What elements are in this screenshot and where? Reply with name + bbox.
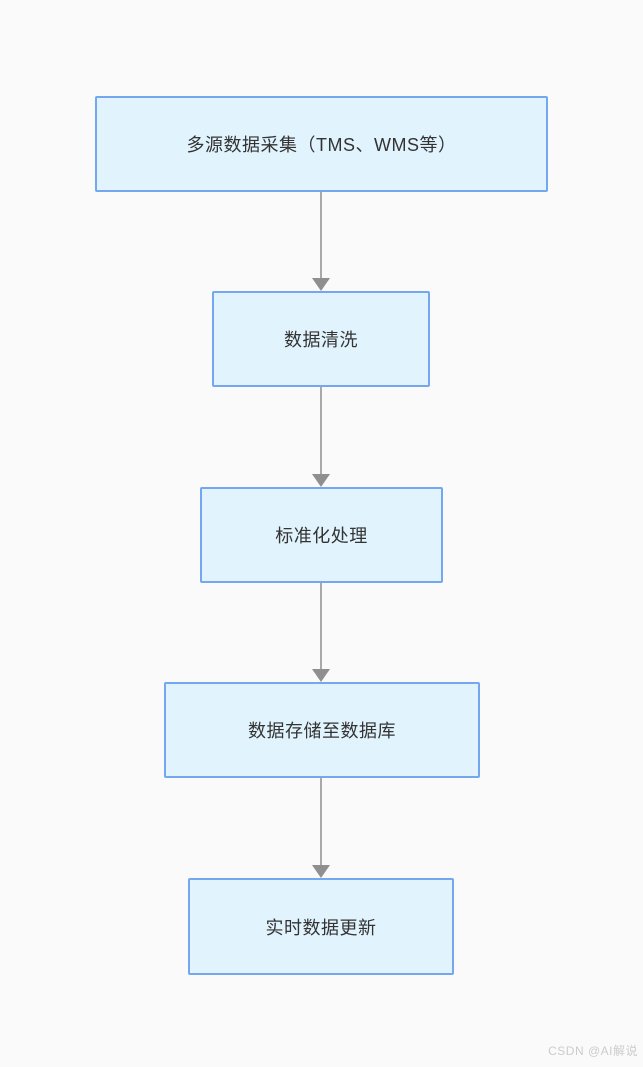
arrow-line (320, 192, 322, 280)
flow-node-standardization: 标准化处理 (200, 487, 443, 583)
flow-arrow-3 (312, 583, 330, 682)
arrow-line (320, 778, 322, 867)
flow-node-label: 标准化处理 (275, 526, 368, 546)
flow-node-label: 多源数据采集（TMS、WMS等） (186, 135, 457, 155)
flow-node-label: 实时数据更新 (265, 917, 377, 938)
flow-node-multi-source-collect: 多源数据采集（TMS、WMS等） (95, 96, 548, 192)
watermark: CSDN @AI解说 (548, 1044, 638, 1058)
flow-node-label: 数据存储至数据库 (248, 721, 396, 741)
flow-arrow-4 (312, 778, 330, 878)
arrow-down-icon (312, 865, 330, 878)
flow-node-data-cleaning: 数据清洗 (212, 291, 430, 387)
flow-arrow-1 (312, 192, 330, 291)
flow-node-store-to-database: 数据存储至数据库 (164, 682, 480, 778)
flow-node-label: 数据清洗 (284, 330, 358, 350)
arrow-down-icon (312, 474, 330, 487)
arrow-down-icon (312, 278, 330, 291)
arrow-line (320, 387, 322, 476)
flow-node-realtime-update: 实时数据更新 (188, 878, 454, 975)
arrow-line (320, 583, 322, 671)
flow-arrow-2 (312, 387, 330, 487)
arrow-down-icon (312, 669, 330, 682)
